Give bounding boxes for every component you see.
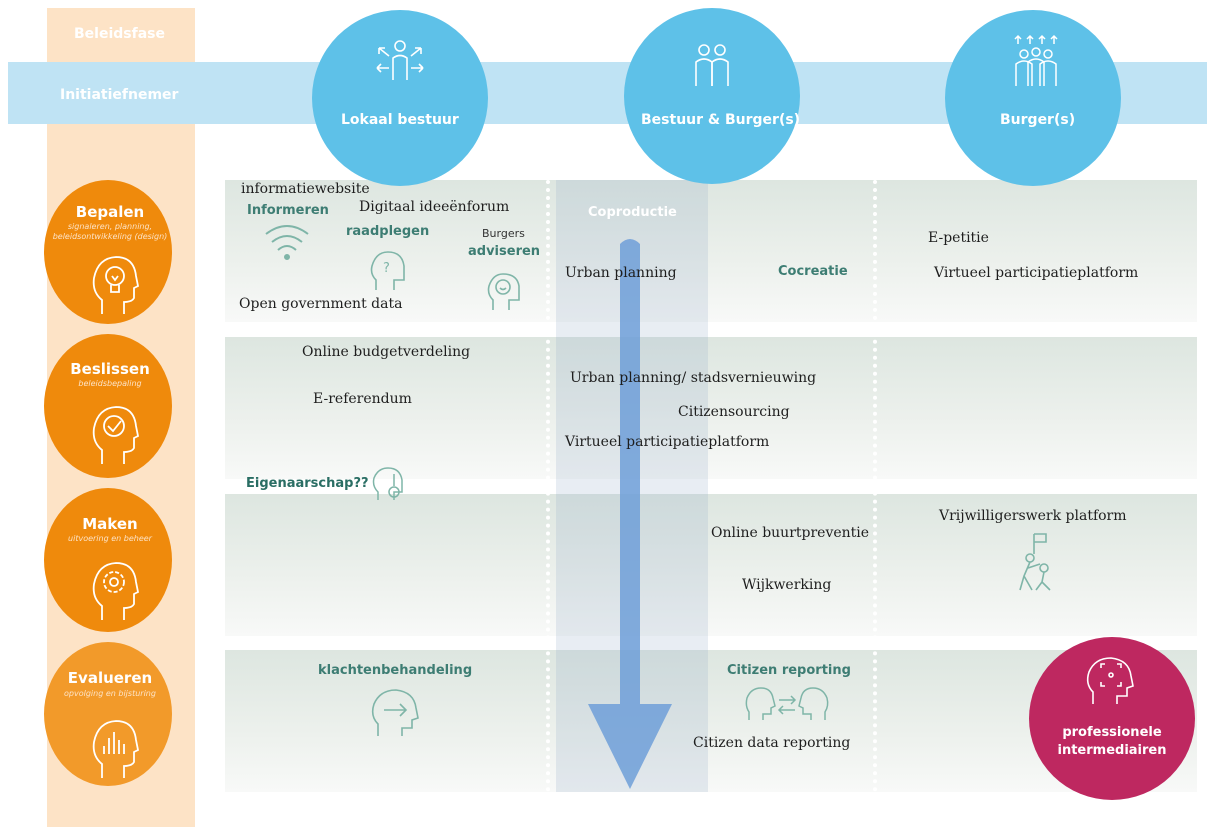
separator-right	[873, 180, 877, 792]
item-budgetverdeling: Online budgetverdeling	[302, 344, 471, 360]
intermediairen-circle	[1029, 637, 1195, 800]
phase-evalueren	[44, 642, 172, 786]
label-informeren: Informeren	[247, 203, 329, 218]
label-adviseren: adviseren	[468, 244, 541, 259]
phase-beslissen-title: Beslissen	[70, 360, 150, 378]
directions-person-icon	[376, 40, 424, 80]
item-virtueel-2: Virtueel participatieplatform	[565, 434, 770, 450]
item-citizensourcing: Citizensourcing	[678, 404, 790, 420]
actor-burgers-label: Burger(s)	[1000, 112, 1076, 128]
item-urban-planning: Urban planning	[565, 265, 677, 281]
phase-evalueren-subtitle: opvolging en bijsturing	[64, 689, 156, 698]
phase-beslissen-subtitle: beleidsbepaling	[78, 379, 142, 388]
group-icon	[695, 44, 729, 86]
item-informatiewebsite: informatiewebsite	[241, 181, 370, 197]
item-vrijwilligerswerk: Vrijwilligerswerk platform	[939, 508, 1127, 524]
gear-head-icon	[92, 562, 140, 620]
actor-bestuur-burger-label: Bestuur & Burger(s)	[641, 112, 801, 128]
actor-bestuur-burger	[624, 8, 800, 184]
phase-evalueren-title: Evalueren	[67, 669, 153, 687]
label-coproductie: Coproductie	[588, 205, 677, 220]
wifi-icon	[265, 225, 309, 260]
item-ideeenforum: Digitaal ideeënforum	[359, 199, 510, 215]
phase-maken-subtitle: uitvoering en beheer	[68, 534, 152, 543]
phase-maken-title: Maken	[82, 515, 138, 533]
crowd-icon	[1014, 34, 1058, 86]
check-head-icon	[92, 406, 140, 464]
label-eigenaarschap: Eigenaarschap??	[246, 476, 369, 491]
label-burgers: Burgers	[482, 227, 525, 240]
separator-left	[546, 180, 550, 792]
item-virtueel-1: Virtueel participatieplatform	[934, 265, 1139, 281]
actor-lokaal-bestuur-label: Lokaal bestuur	[341, 112, 459, 128]
label-cocreatie: Cocreatie	[778, 264, 848, 279]
phase-maken	[44, 488, 172, 632]
phase-beslissen	[44, 334, 172, 478]
initiatiefnemer-header: Initiatiefnemer	[60, 87, 179, 103]
item-epetitie: E-petitie	[928, 230, 989, 246]
row-beslissen	[225, 337, 1197, 479]
chart-head-icon	[92, 720, 140, 778]
item-urban-stadsvernieuwing: Urban planning/ stadsvernieuwing	[570, 370, 817, 386]
actor-lokaal-bestuur	[312, 10, 488, 186]
item-open-data: Open government data	[239, 296, 403, 312]
item-buurtpreventie: Online buurtpreventie	[711, 525, 870, 541]
phase-bepalen-title: Bepalen	[75, 203, 145, 221]
smile-head-icon	[487, 273, 520, 310]
flag-climbers-icon	[1019, 533, 1051, 591]
phase-bepalen-subtitle: signaleren, planning, beleidsontwikkelin…	[52, 222, 168, 241]
label-raadplegen: raadplegen	[346, 224, 430, 239]
item-ereferendum: E-referendum	[313, 391, 412, 407]
phase-bepalen	[44, 180, 172, 324]
key-head-icon	[372, 467, 403, 500]
arrow-head-icon	[371, 689, 419, 736]
exchange-heads-icon	[745, 687, 829, 720]
label-citizen-reporting: Citizen reporting	[727, 663, 851, 678]
svg-text:?: ?	[383, 261, 390, 276]
item-wijkwerking: Wijkwerking	[742, 577, 832, 593]
target-head-icon	[1086, 657, 1134, 704]
question-head-icon: ?	[370, 251, 405, 290]
actor-burgers	[945, 10, 1121, 186]
lightbulb-head-icon	[92, 256, 140, 314]
beleidsfase-header: Beleidsfase	[74, 26, 165, 42]
row-bepalen	[225, 180, 1197, 322]
intermediairen-label: professionele intermediairen	[1057, 725, 1167, 758]
coproductie-arrow	[588, 239, 672, 789]
item-citizen-data: Citizen data reporting	[693, 735, 851, 751]
label-klachtenbehandeling: klachtenbehandeling	[318, 663, 473, 678]
